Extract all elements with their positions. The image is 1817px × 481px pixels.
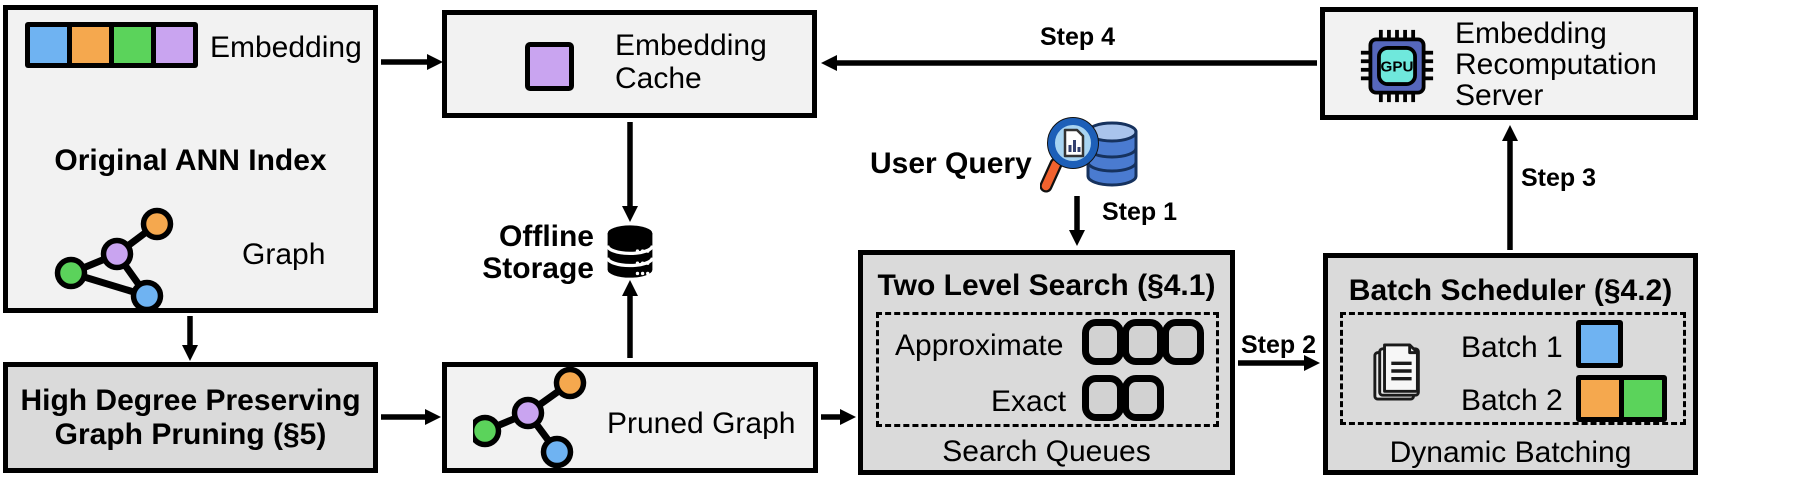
gpu-icon: GPU <box>1360 29 1434 103</box>
search-queues-label: Search Queues <box>942 435 1151 468</box>
embedding-cell-orange <box>72 27 109 63</box>
graph-node-orange <box>140 207 174 241</box>
approximate-label: Approximate <box>895 329 1064 362</box>
embedding-cache-box: Embedding Cache <box>442 10 817 118</box>
two-level-search-title: Two Level Search (§4.1) <box>877 269 1216 302</box>
batch2-slots <box>1576 375 1667 422</box>
search-queues-region: Approximate Exact <box>876 312 1219 427</box>
pruned-graph-icon <box>473 366 587 469</box>
batch-scheduler-box: Batch Scheduler (§4.2) Batch 1 Batch 2 <box>1323 253 1698 475</box>
batch2-slot-orange <box>1581 380 1619 417</box>
original-ann-index-box: Embedding Original ANN Index Graph <box>3 5 378 313</box>
offline-storage-label: Offline Storage <box>482 220 594 285</box>
graph-pruning-label: High Degree Preserving Graph Pruning (§5… <box>20 383 361 451</box>
graph-pruning-box: High Degree Preserving Graph Pruning (§5… <box>3 362 378 473</box>
pruned-node-green <box>473 414 502 448</box>
graph-node-blue <box>130 279 164 313</box>
queue-slot <box>1122 375 1164 421</box>
queue-slot <box>1082 319 1124 365</box>
user-query-label: User Query <box>870 147 1032 180</box>
queue-slot <box>1162 319 1204 365</box>
embedding-label: Embedding <box>210 31 362 64</box>
dynamic-batching-label: Dynamic Batching <box>1389 436 1632 469</box>
embedding-vector-icon <box>25 22 198 68</box>
batch2-slot-green <box>1624 380 1662 417</box>
pruned-node-blue <box>540 435 574 469</box>
step4-label: Step 4 <box>1040 23 1116 51</box>
step1-label: Step 1 <box>1102 198 1178 226</box>
batch1-label: Batch 1 <box>1461 331 1563 364</box>
pruned-node-orange <box>553 366 587 400</box>
cached-embedding-icon <box>525 42 574 91</box>
recomputation-server-label: Embedding Recomputation Server <box>1455 17 1657 112</box>
graph-label: Graph <box>242 238 326 271</box>
user-query-icon <box>1040 117 1138 193</box>
pruned-node-purple <box>511 396 545 430</box>
recomputation-server-box: GPU Embedding Recomputation Server <box>1320 7 1698 120</box>
graph-node-purple <box>100 237 134 271</box>
batch-scheduler-title: Batch Scheduler (§4.2) <box>1348 274 1673 307</box>
graph-node-green <box>54 256 88 290</box>
approximate-queue-slots <box>1082 319 1204 365</box>
pruned-graph-label: Pruned Graph <box>607 407 796 440</box>
batch1-slot-blue <box>1576 320 1623 368</box>
embedding-cell-purple <box>156 27 193 63</box>
documents-icon <box>1373 343 1420 401</box>
exact-label: Exact <box>991 385 1067 418</box>
embedding-cache-label: Embedding Cache <box>615 29 767 95</box>
two-level-search-box: Two Level Search (§4.1) Approximate Exac… <box>858 250 1235 475</box>
step3-label: Step 3 <box>1521 164 1597 192</box>
queue-slot <box>1122 319 1164 365</box>
embedding-cell-green <box>114 27 151 63</box>
embedding-cell-blue <box>30 27 67 63</box>
step2-label: Step 2 <box>1241 331 1317 359</box>
gpu-chip-label: GPU <box>1381 59 1414 76</box>
pruned-graph-box: Pruned Graph <box>442 362 818 473</box>
ann-graph-icon <box>54 207 174 313</box>
exact-queue-slots <box>1082 375 1164 421</box>
batch2-label: Batch 2 <box>1461 384 1563 417</box>
original-ann-index-title: Original ANN Index <box>54 144 327 177</box>
queue-slot <box>1082 375 1124 421</box>
offline-storage-icon <box>605 225 655 278</box>
dynamic-batching-region: Batch 1 Batch 2 <box>1340 312 1686 425</box>
